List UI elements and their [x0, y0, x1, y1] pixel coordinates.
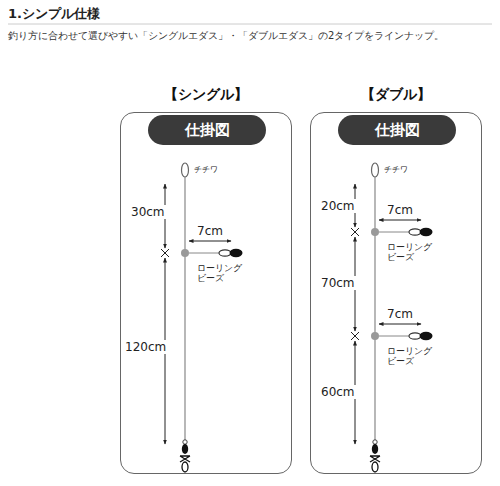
- panel-heading: 【シングル】: [121, 86, 291, 104]
- part-label: ローリング ビーズ: [387, 242, 437, 263]
- loop-label: チチワ: [384, 164, 408, 175]
- section-title: 1.シンプル仕様: [8, 5, 100, 23]
- dimension: 60cm: [320, 385, 356, 399]
- dimension: 120cm: [124, 340, 167, 354]
- loop-label: チチワ: [194, 164, 218, 175]
- dimension: 7cm: [386, 307, 414, 321]
- panel-heading: 【ダブル】: [311, 86, 481, 104]
- badge-text: 仕掛図: [148, 115, 266, 145]
- part-label: ローリング ビーズ: [197, 263, 247, 284]
- dimension: 7cm: [386, 203, 414, 217]
- dimension: 7cm: [196, 224, 224, 238]
- diagram-badge: 仕掛図: [338, 115, 456, 145]
- dimension: 30cm: [130, 205, 166, 219]
- dimension: 70cm: [320, 276, 356, 290]
- badge-text: 仕掛図: [338, 115, 456, 145]
- description: 釣り方に合わせて選びやすい「シングルエダス」・「ダブルエダス」の2タイプをライン…: [8, 29, 444, 43]
- part-label: ローリング ビーズ: [387, 346, 437, 367]
- diagram-badge: 仕掛図: [148, 115, 266, 145]
- dimension: 20cm: [320, 199, 356, 213]
